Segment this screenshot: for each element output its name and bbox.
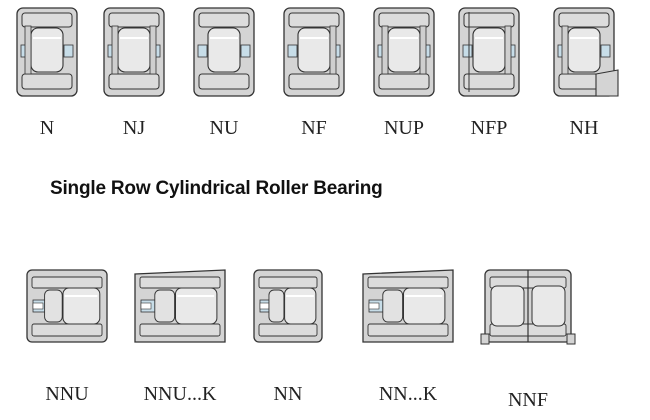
bearing-label: NF xyxy=(301,117,327,139)
bearing-type-NJ-icon xyxy=(103,7,165,97)
bearing-label: NNF xyxy=(508,389,548,411)
bearing-label: NN...K xyxy=(379,383,438,405)
bearing-type-NN-icon xyxy=(253,269,323,343)
bearing-label: NN xyxy=(274,383,303,405)
bearing-type-NF-icon xyxy=(283,7,345,97)
bearing-label: NNU xyxy=(45,383,89,405)
bearing-label: NFP xyxy=(471,117,508,139)
bearing-label: NUP xyxy=(384,117,424,139)
bearing-label: NJ xyxy=(123,117,145,139)
bearing-type-NN-K-icon xyxy=(362,269,454,343)
bearing-label: N xyxy=(40,117,54,139)
bearing-type-N-icon xyxy=(16,7,78,97)
bearing-type-NNF-icon xyxy=(480,269,576,345)
bearing-label: NNU...K xyxy=(144,383,217,405)
bearing-type-NNU-K-icon xyxy=(134,269,226,343)
bearing-type-NFP-icon xyxy=(458,7,520,97)
bearing-type-NNU-icon xyxy=(26,269,108,343)
bearing-label: NU xyxy=(210,117,239,139)
bearing-label: NH xyxy=(570,117,599,139)
bearing-type-NH-icon xyxy=(553,7,619,97)
section-heading: Single Row Cylindrical Roller Bearing xyxy=(50,178,383,199)
bearing-type-NUP-icon xyxy=(373,7,435,97)
bearing-type-NU-icon xyxy=(193,7,255,97)
